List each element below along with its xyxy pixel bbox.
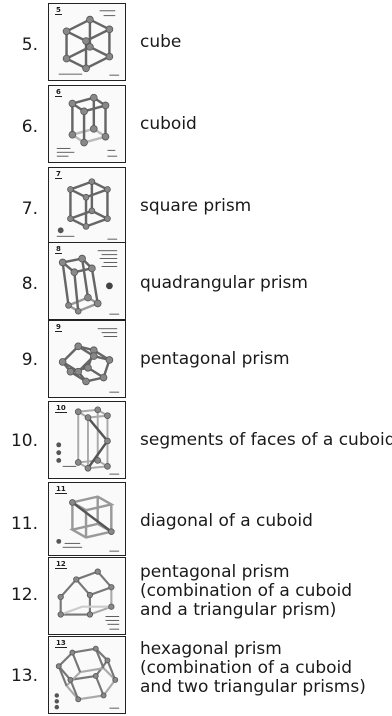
item-number: 10.	[10, 431, 38, 451]
list-item-12: 12. 12 pentagonal prism (combination of …	[0, 555, 392, 635]
list-item-7: 7. 7 square prism	[0, 167, 392, 247]
cube-model-icon	[58, 10, 120, 76]
pentagonal-house-prism-model-icon	[57, 568, 120, 630]
thumbnail-number: 9	[55, 323, 62, 332]
item-description: diagonal of a cuboid	[140, 511, 313, 531]
list-item-13: 13. 13 hexagonal prism (combination of a…	[0, 632, 392, 714]
thumbnail-number: 7	[55, 170, 62, 179]
model-thumbnail-diagonal: 11	[48, 482, 126, 556]
item-description: pentagonal prism (combination of a cuboi…	[140, 562, 353, 620]
model-thumbnail-cube: 5	[48, 3, 126, 81]
pentagonal-prism-model-icon	[58, 328, 120, 393]
square-prism-model-icon	[56, 178, 118, 240]
item-description: square prism	[140, 196, 252, 216]
item-description: hexagonal prism (combination of a cuboid…	[140, 639, 366, 697]
model-thumbnail-house-prism: 12	[48, 557, 126, 635]
item-description: cube	[140, 32, 182, 52]
quadrangular-prism-model-icon	[58, 250, 120, 315]
model-thumbnail-square-prism: 7	[48, 167, 126, 245]
hexagonal-prism-model-icon	[54, 645, 120, 710]
list-item-11: 11. 11 diagonal of a cuboid	[0, 480, 392, 558]
list-item-8: 8. 8 quadrangular prism	[0, 240, 392, 320]
item-number: 8.	[21, 274, 38, 294]
item-number: 6.	[21, 117, 38, 137]
thumbnail-number: 12	[55, 560, 67, 569]
item-number: 9.	[21, 350, 38, 370]
face-segments-model-icon	[56, 406, 120, 475]
list-item-9: 9. 9 pentagonal prism	[0, 320, 392, 400]
model-thumbnail-pentagonal-prism: 9	[48, 320, 126, 398]
model-thumbnail-face-segments: 10	[48, 401, 126, 479]
item-number: 7.	[21, 199, 38, 219]
thumbnail-number: 5	[55, 6, 62, 15]
thumbnail-number: 6	[55, 88, 62, 97]
item-description: segments of faces of a cuboid	[140, 430, 392, 450]
model-thumbnail-cuboid: 6	[48, 85, 126, 163]
model-thumbnail-hexagonal-prism: 13	[48, 636, 126, 714]
cuboid-model-icon	[56, 93, 118, 157]
item-description: quadrangular prism	[140, 273, 308, 293]
thumbnail-number: 10	[55, 404, 67, 413]
thumbnail-number: 11	[55, 485, 67, 494]
item-description: cuboid	[140, 114, 197, 134]
diagonal-model-icon	[56, 495, 120, 552]
item-number: 11.	[10, 514, 38, 534]
list-item-5: 5. 5 cube	[0, 3, 392, 83]
thumbnail-number: 13	[55, 639, 67, 648]
item-number: 13.	[10, 666, 38, 686]
item-description: pentagonal prism	[140, 349, 290, 369]
model-thumbnail-quadrangular-prism: 8	[48, 242, 126, 320]
item-number: 12.	[10, 585, 38, 605]
list-item-10: 10. 10 segments of faces of a cuboid	[0, 397, 392, 479]
list-item-6: 6. 6 cuboid	[0, 85, 392, 165]
thumbnail-number: 8	[55, 245, 62, 254]
item-number: 5.	[21, 35, 38, 55]
